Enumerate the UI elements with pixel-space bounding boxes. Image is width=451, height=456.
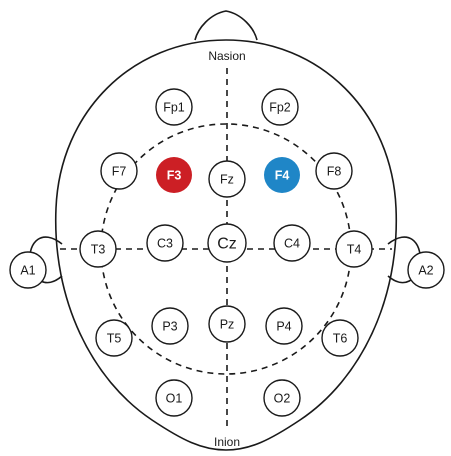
electrode-fz-label: Fz: [220, 173, 234, 187]
electrode-o1[interactable]: O1: [155, 379, 193, 417]
electrode-t5[interactable]: T5: [95, 319, 133, 357]
electrode-c4-label: C4: [284, 237, 300, 251]
electrode-c3[interactable]: C3: [146, 224, 184, 262]
electrode-c4[interactable]: C4: [273, 224, 311, 262]
electrode-f4[interactable]: F4: [264, 157, 300, 193]
electrode-pz-label: Pz: [220, 318, 235, 332]
electrode-t4-label: T4: [347, 243, 362, 257]
electrode-t3-label: T3: [91, 243, 106, 257]
electrode-f4-label: F4: [275, 169, 290, 183]
electrode-c3-label: C3: [157, 237, 173, 251]
electrode-p3-label: P3: [162, 320, 177, 334]
electrode-o2-label: O2: [274, 392, 291, 406]
electrode-pz[interactable]: Pz: [208, 305, 246, 343]
electrode-p3[interactable]: P3: [151, 307, 189, 345]
electrode-t5-label: T5: [107, 332, 122, 346]
electrode-o2[interactable]: O2: [263, 379, 301, 417]
electrode-f8[interactable]: F8: [315, 152, 353, 190]
nose-outline: [194, 10, 258, 41]
electrode-o1-label: O1: [166, 392, 183, 406]
electrode-a2-label: A2: [418, 264, 433, 278]
electrode-t3[interactable]: T3: [79, 230, 117, 268]
electrode-t6[interactable]: T6: [321, 319, 359, 357]
inion-label: Inion: [214, 435, 240, 449]
electrode-a2[interactable]: A2: [407, 251, 445, 289]
electrode-fp1-label: Fp1: [163, 101, 185, 115]
head-outline: [54, 39, 398, 451]
electrode-f8-label: F8: [327, 165, 342, 179]
electrode-fp2[interactable]: Fp2: [261, 88, 299, 126]
electrode-cz[interactable]: Cz: [207, 223, 247, 263]
electrode-f3[interactable]: F3: [156, 157, 192, 193]
electrode-f7-label: F7: [112, 165, 127, 179]
electrode-a1[interactable]: A1: [9, 251, 47, 289]
electrode-t6-label: T6: [333, 332, 348, 346]
electrode-p4[interactable]: P4: [265, 307, 303, 345]
electrode-a1-label: A1: [20, 264, 35, 278]
electrode-p4-label: P4: [276, 320, 291, 334]
electrode-f3-label: F3: [167, 169, 182, 183]
nasion-label: Nasion: [208, 49, 245, 63]
electrode-cz-label: Cz: [217, 236, 237, 253]
electrode-t4[interactable]: T4: [335, 230, 373, 268]
electrode-f7[interactable]: F7: [100, 152, 138, 190]
electrode-fz[interactable]: Fz: [208, 160, 246, 198]
electrode-fp2-label: Fp2: [269, 101, 291, 115]
electrode-fp1[interactable]: Fp1: [155, 88, 193, 126]
